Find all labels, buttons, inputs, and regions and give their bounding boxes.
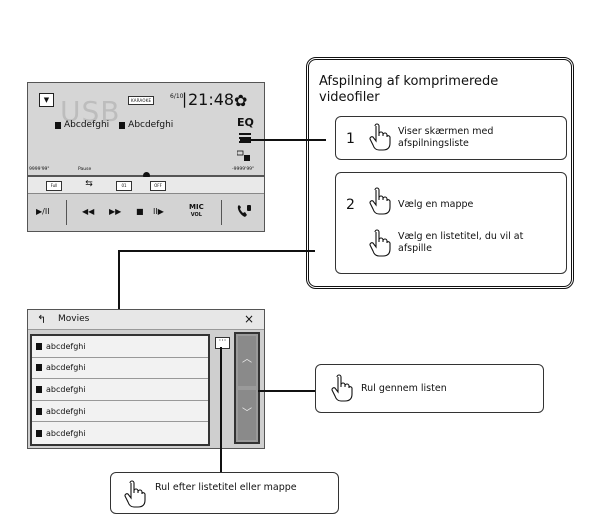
file-icon (36, 429, 42, 437)
karaoke-badge: KARAOKE (128, 96, 155, 105)
tap-hand-icon (369, 123, 391, 151)
folder-icon (55, 121, 61, 129)
tap-hand-icon (124, 480, 146, 508)
connector-line (220, 347, 222, 472)
list-items: abcdefghi abcdefghi abcdefghi abcdefghi … (30, 334, 210, 446)
clock-display: 21:48 (188, 90, 235, 109)
file-icon (36, 407, 42, 415)
callout-title: Afspilning af komprimerede videofiler (319, 74, 499, 105)
scroll-down-button[interactable]: ﹀ (238, 390, 256, 440)
date-display: 6/10 (170, 93, 184, 100)
screen-mode-icon[interactable] (237, 149, 250, 161)
list-item-label: abcdefghi (46, 363, 86, 373)
source-label: USB (60, 95, 121, 128)
bottom-callout-text: Rul efter listetitel eller mappe (155, 482, 297, 493)
track-info: Abcdefghi Abcdefghi (55, 120, 173, 130)
connector-line (118, 250, 120, 334)
folder-name: Abcdefghi (64, 120, 110, 130)
playlist-menu-icon[interactable] (239, 133, 251, 145)
connector-line (118, 250, 315, 252)
repeat-icon[interactable]: ⇆ (85, 179, 93, 189)
connector-line (258, 390, 316, 392)
bottom-callout: Rul efter listetitel eller mappe (110, 472, 339, 514)
scroll-callout-text: Rul gennem listen (361, 383, 447, 394)
step-1-number: 1 (346, 131, 355, 147)
remaining-time: -9999'99" (232, 167, 255, 172)
clock-separator: | (182, 90, 188, 108)
list-title: Movies (58, 314, 90, 324)
vol-label: VOL (190, 212, 202, 218)
file-icon (36, 342, 42, 350)
scroll-callout: Rul gennem listen (315, 364, 544, 413)
audio-track-button[interactable]: 01 (116, 181, 132, 191)
list-item-label: abcdefghi (46, 384, 86, 394)
list-screen: ↰ Movies × abcdefghi abcdefghi abcdefghi… (27, 309, 265, 449)
step-2-box: 2 Vælg en mappe Vælg en listetitel, du v… (335, 172, 567, 274)
tap-hand-icon (369, 187, 391, 215)
step-2a-text: Vælg en mappe (398, 199, 474, 210)
play-pause-button[interactable]: ▶/II (36, 207, 50, 216)
control-divider (66, 200, 67, 225)
back-arrow-icon[interactable]: ↰ (37, 313, 47, 326)
option-bar: Full ⇆ 01 OFF (28, 177, 264, 194)
eq-button[interactable]: EQ (237, 116, 254, 129)
full-button[interactable]: Full (46, 181, 62, 191)
list-item[interactable]: abcdefghi (32, 379, 208, 401)
list-item-label: abcdefghi (46, 341, 86, 351)
settings-gear-icon[interactable]: ✿ (234, 91, 248, 110)
step-2-number: 2 (346, 197, 355, 213)
list-item[interactable]: abcdefghi (32, 400, 208, 423)
step-2b-text: Vælg en listetitel, du vil at afspille (398, 231, 524, 254)
scroll-up-button[interactable]: ︿ (238, 336, 256, 386)
mic-vol-button[interactable]: MIC VOL (189, 203, 204, 219)
connector-line (240, 139, 326, 141)
play-state: Pause (78, 167, 92, 172)
step-1-text: Viser skærmen med afspilningsliste (398, 126, 494, 149)
elapsed-time: 9999'99" (29, 167, 50, 172)
subtitle-button[interactable]: OFF (150, 181, 166, 191)
file-icon (119, 121, 126, 129)
file-icon (36, 364, 42, 372)
stop-button[interactable]: ■ (136, 207, 144, 216)
list-header: ↰ Movies × (28, 310, 264, 330)
phone-icon[interactable] (235, 203, 253, 221)
step-1-box: 1 Viser skærmen med afspilningsliste (335, 116, 567, 160)
seek-knob[interactable] (142, 172, 150, 179)
close-icon[interactable]: × (244, 312, 255, 326)
instruction-callout: Afspilning af komprimerede videofiler 1 … (306, 57, 574, 289)
previous-button[interactable]: ◀◀ (82, 207, 95, 216)
more-button[interactable]: ··· (215, 337, 230, 349)
tap-hand-icon (331, 374, 353, 402)
next-button[interactable]: ▶▶ (109, 207, 122, 216)
list-item[interactable]: abcdefghi (32, 357, 208, 380)
file-name: Abcdefghi (128, 120, 174, 130)
control-bar: ▶/II ◀◀ ▶▶ ■ II▶ MIC VOL (28, 194, 264, 231)
list-item[interactable]: abcdefghi (32, 422, 208, 444)
tap-hand-icon (369, 229, 391, 257)
list-item-label: abcdefghi (46, 428, 86, 438)
source-button[interactable]: ▼ (39, 93, 54, 107)
mic-label: MIC (189, 203, 204, 211)
slow-button[interactable]: II▶ (153, 207, 164, 216)
player-screen: ▼ USB KARAOKE 6/10 | 21:48 ✿ Abcdefghi A… (27, 82, 265, 232)
list-item[interactable]: abcdefghi (32, 336, 208, 358)
scroll-bar: ︿ ﹀ (234, 332, 260, 444)
control-divider (221, 200, 222, 225)
list-item-label: abcdefghi (46, 406, 86, 416)
file-icon (36, 385, 42, 393)
